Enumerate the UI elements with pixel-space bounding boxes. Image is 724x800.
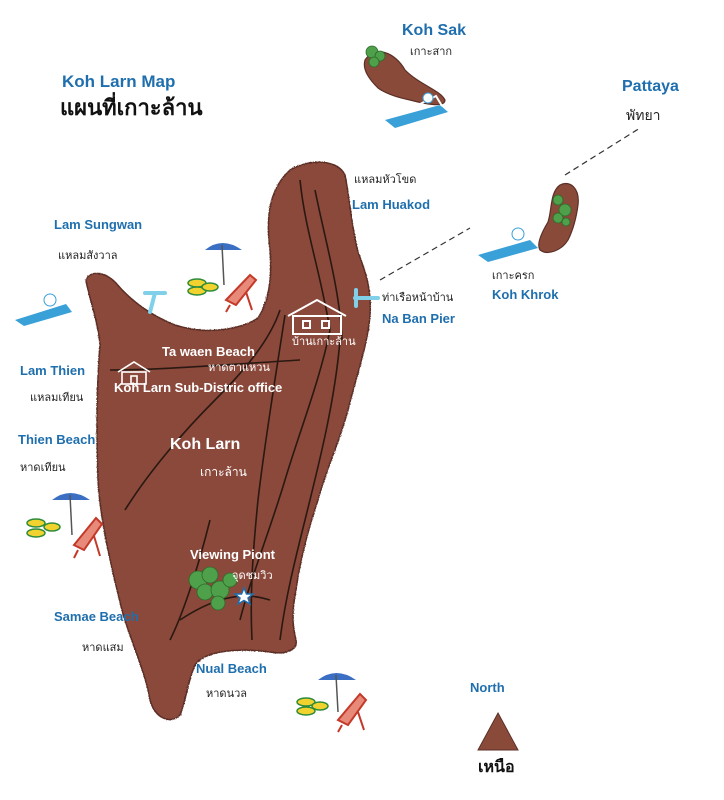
beach-umbrella-icon bbox=[187, 243, 242, 296]
house-icon bbox=[117, 361, 151, 385]
lam-huakod-label-th: แหลมหัวโขด bbox=[354, 173, 417, 186]
beach-umbrella-icon bbox=[296, 673, 356, 716]
north-label-en: North bbox=[470, 680, 505, 695]
lam-huakod-label-en: Lam Huakod bbox=[352, 197, 431, 212]
koh-sak-label-th: เกาะสาก bbox=[410, 45, 453, 58]
pattaya-label-en: Pattaya bbox=[622, 78, 679, 95]
thien-beach-label-th: หาดเทียน bbox=[20, 461, 66, 474]
koh-larn-label-en: Koh Larn bbox=[170, 436, 241, 453]
deck-chair-icon bbox=[224, 273, 258, 313]
map-title-th: แผนที่เกาะล้าน bbox=[60, 96, 203, 121]
pier-icon bbox=[143, 291, 167, 314]
koh-khrok-label-th: เกาะครก bbox=[492, 269, 535, 282]
koh-larn-label-th: เกาะล้าน bbox=[200, 465, 247, 479]
samae-beach-label-en: Samae Beach bbox=[54, 609, 139, 624]
na-ban-pier-label-en: Na Ban Pier bbox=[382, 311, 455, 326]
tawaen-beach-label-en: Ta waen Beach bbox=[162, 344, 255, 359]
speedboat-icon bbox=[385, 92, 448, 128]
map-title-en: Koh Larn Map bbox=[62, 72, 176, 91]
deck-chair-icon bbox=[72, 516, 104, 559]
nual-beach-label-th: หาดนวล bbox=[206, 687, 248, 700]
office-label-en: Koh Larn Sub-Distric office bbox=[114, 380, 283, 395]
lam-sungwan-label-th: แหลมสังวาล bbox=[58, 249, 118, 262]
tree-icon bbox=[552, 194, 572, 227]
star-icon bbox=[232, 586, 256, 606]
speedboat-icon bbox=[15, 293, 72, 326]
thien-beach-label-en: Thien Beach bbox=[18, 432, 96, 447]
na-ban-pier-label-th: ท่าเรือหน้าบ้าน bbox=[382, 291, 454, 304]
house-icon bbox=[287, 298, 347, 335]
viewpoint-label-th: จุดชมวิว bbox=[232, 569, 273, 582]
tawaen-beach-label-th: หาดตาแหวน bbox=[208, 361, 270, 374]
village-label-th: บ้านเกาะล้าน bbox=[292, 335, 356, 348]
lam-thien-label-en: Lam Thien bbox=[20, 363, 86, 378]
nual-beach-label-en: Nual Beach bbox=[196, 661, 267, 676]
beach-umbrella-icon bbox=[26, 493, 90, 538]
koh-sak-island bbox=[363, 51, 446, 106]
tree-icon bbox=[188, 566, 238, 611]
sea-route-line bbox=[379, 127, 641, 281]
lam-thien-label-th: แหลมเทียน bbox=[30, 391, 84, 404]
pier-icon bbox=[353, 288, 380, 308]
koh-khrok-label-en: Koh Khrok bbox=[492, 287, 559, 302]
north-arrow-icon bbox=[477, 711, 519, 751]
samae-beach-label-th: หาดแสม bbox=[82, 641, 124, 654]
koh-sak-label-en: Koh Sak bbox=[402, 22, 467, 39]
viewpoint-label-en: Viewing Piont bbox=[190, 547, 275, 562]
pattaya-label-th: พัทยา bbox=[626, 108, 661, 124]
speedboat-icon bbox=[478, 227, 538, 262]
north-label-th: เหนือ bbox=[478, 757, 515, 776]
deck-chair-icon bbox=[336, 692, 368, 733]
koh-larn-island bbox=[85, 161, 372, 721]
lam-sungwan-label-en: Lam Sungwan bbox=[54, 217, 143, 232]
tree-icon bbox=[365, 45, 386, 68]
